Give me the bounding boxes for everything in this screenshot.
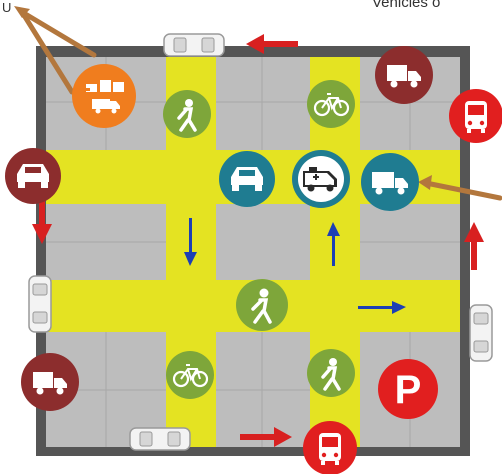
parked-car-icon bbox=[469, 304, 493, 362]
flow-arrow-right bbox=[464, 222, 484, 270]
car-icon bbox=[219, 151, 275, 207]
direction-arrow-right bbox=[358, 301, 406, 314]
bicycle-icon bbox=[166, 351, 214, 399]
delivery-icon bbox=[72, 64, 136, 128]
truck-icon bbox=[361, 153, 419, 211]
direction-arrow-up bbox=[327, 222, 340, 266]
bicycle-icon bbox=[307, 80, 355, 128]
parking-symbol: P bbox=[395, 368, 422, 412]
pedestrian-icon bbox=[307, 349, 355, 397]
parking-icon: P bbox=[378, 359, 438, 419]
pointer-arrow bbox=[19, 9, 502, 201]
parked-car-icon bbox=[28, 275, 52, 333]
left-partial-label: U bbox=[2, 0, 12, 15]
flow-arrow-bottom bbox=[240, 427, 292, 447]
car-icon bbox=[5, 148, 61, 204]
bus-icon bbox=[449, 89, 502, 143]
truck-icon bbox=[375, 46, 433, 104]
truck-icon bbox=[21, 353, 79, 411]
ambulance-icon bbox=[292, 150, 350, 208]
top-right-partial-label: Vehicles o bbox=[372, 0, 441, 11]
parked-car-icon bbox=[129, 427, 191, 451]
pedestrian-icon bbox=[236, 279, 288, 331]
pointer-arrowhead bbox=[14, 6, 432, 190]
direction-arrow-down bbox=[184, 218, 197, 266]
bus-icon bbox=[303, 421, 357, 474]
pedestrian-icon bbox=[163, 90, 211, 138]
parked-car-icon bbox=[163, 33, 225, 57]
flow-arrow-top bbox=[246, 34, 298, 54]
flow-arrow-left bbox=[32, 194, 52, 244]
